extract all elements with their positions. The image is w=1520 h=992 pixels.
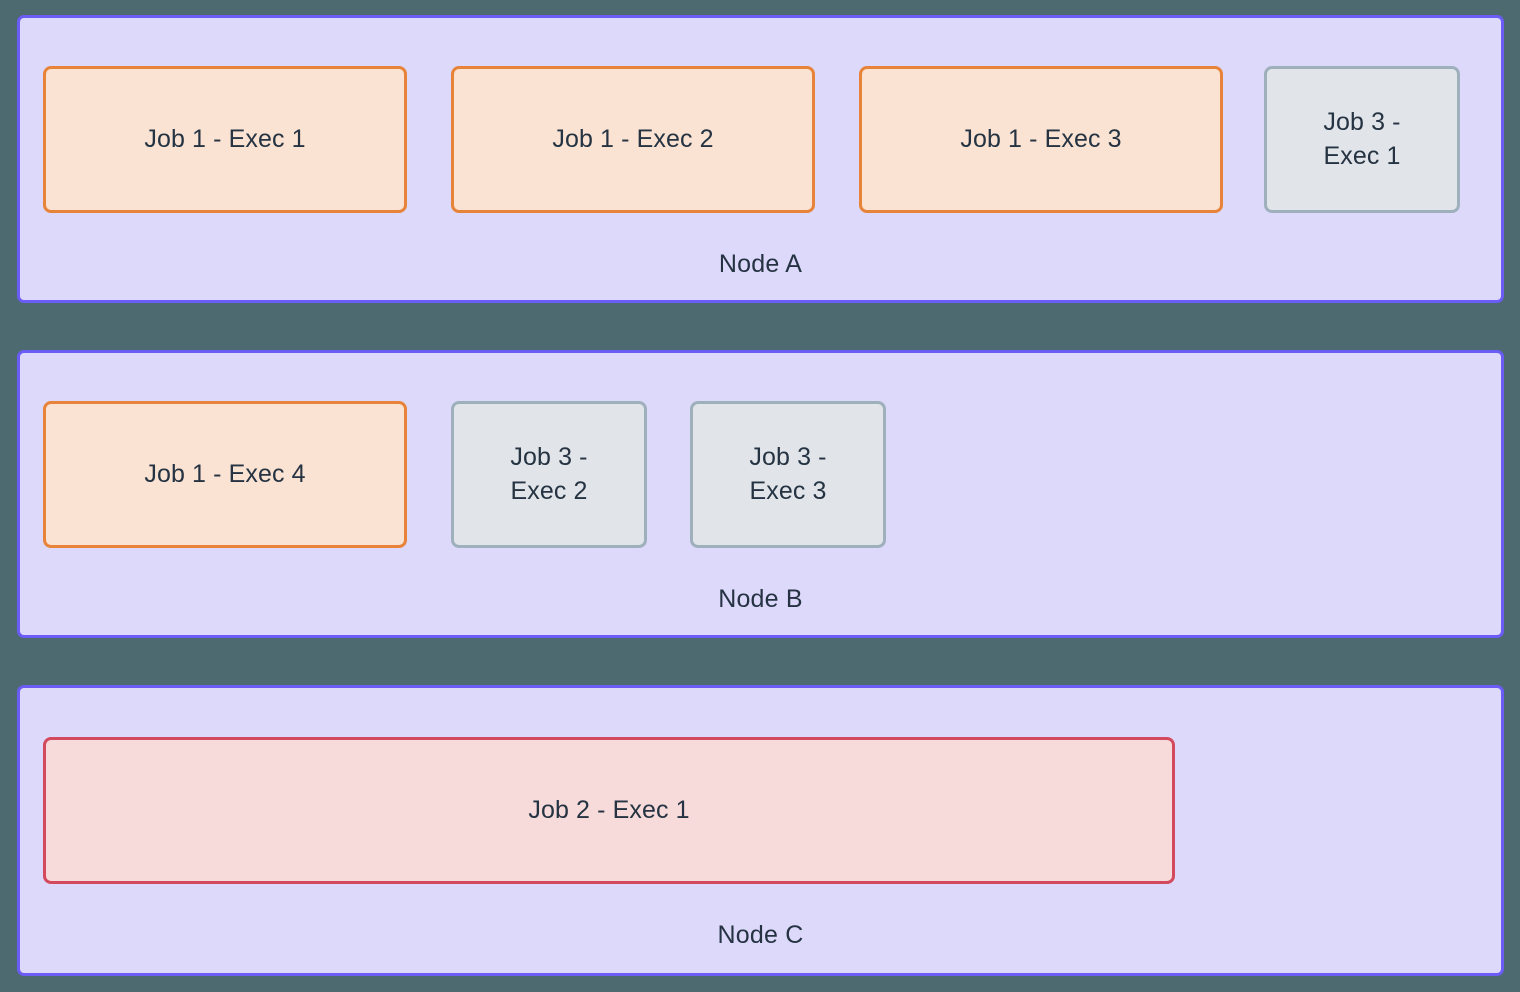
- task-box-job3-exec1[interactable]: Job 3 - Exec 1: [1264, 66, 1460, 213]
- task-label: Job 1 - Exec 2: [552, 124, 714, 153]
- task-box-job1-exec1[interactable]: Job 1 - Exec 1: [43, 66, 407, 213]
- task-label: Job 3 - Exec 3: [749, 442, 827, 505]
- task-label: Job 3 - Exec 1: [1323, 107, 1401, 170]
- task-label: Job 2 - Exec 1: [528, 795, 690, 824]
- task-label: Job 1 - Exec 3: [960, 124, 1122, 153]
- node-container-c[interactable]: Job 2 - Exec 1 Node C: [17, 685, 1504, 976]
- node-label-a: Node A: [718, 250, 803, 278]
- task-box-job3-exec2[interactable]: Job 3 - Exec 2: [451, 401, 647, 548]
- task-label: Job 3 - Exec 2: [510, 442, 588, 505]
- task-box-job2-exec1[interactable]: Job 2 - Exec 1: [43, 737, 1175, 884]
- task-label: Job 1 - Exec 1: [144, 124, 306, 153]
- node-label-b: Node B: [718, 585, 803, 613]
- node-container-b[interactable]: Job 1 - Exec 4 Job 3 - Exec 2 Job 3 - Ex…: [17, 350, 1504, 638]
- node-container-a[interactable]: Job 1 - Exec 1 Job 1 - Exec 2 Job 1 - Ex…: [17, 15, 1504, 303]
- task-box-job1-exec4[interactable]: Job 1 - Exec 4: [43, 401, 407, 548]
- task-label: Job 1 - Exec 4: [144, 459, 306, 488]
- node-label-c: Node C: [717, 921, 804, 949]
- task-box-job1-exec3[interactable]: Job 1 - Exec 3: [859, 66, 1223, 213]
- task-box-job3-exec3[interactable]: Job 3 - Exec 3: [690, 401, 886, 548]
- task-box-job1-exec2[interactable]: Job 1 - Exec 2: [451, 66, 815, 213]
